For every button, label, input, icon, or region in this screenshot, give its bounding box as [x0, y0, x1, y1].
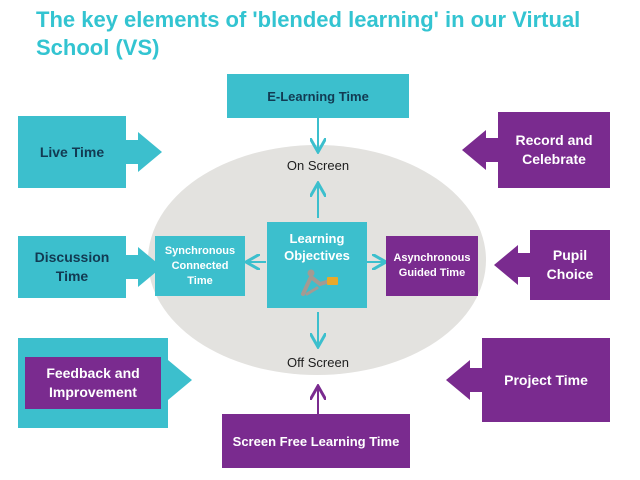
live-time-arrow-stem: [126, 140, 138, 164]
screen-free-learning-time-box: Screen Free Learning Time: [222, 414, 410, 468]
record-arrow-head: [462, 130, 486, 170]
pupil-choice-arrow-stem: [518, 253, 530, 277]
pupil-choice-box: Pupil Choice: [530, 230, 610, 300]
feedback-improvement-label: Feedback and Improvement: [25, 357, 161, 409]
record-celebrate-box: Record and Celebrate: [498, 112, 610, 188]
e-learning-time-box: E-Learning Time: [227, 74, 409, 118]
live-time-box: Live Time: [18, 116, 126, 188]
feedback-improvement-box: Feedback and Improvement: [18, 338, 168, 428]
live-time-arrow-head: [138, 132, 162, 172]
off-screen-label: Off Screen: [287, 355, 349, 370]
project-arrow-head: [446, 360, 470, 400]
learning-objectives-label: Learning Objectives: [284, 231, 350, 263]
discussion-time-arrow-stem: [126, 255, 138, 279]
asynchronous-guided-time: Asynchronous Guided Time: [386, 236, 478, 296]
synchronous-connected-time: Synchronous Connected Time: [155, 236, 245, 296]
discussion-time-arrow-head: [138, 247, 162, 287]
reading-figure-icon: [301, 269, 338, 296]
learning-objectives-box: Learning Objectives: [267, 222, 367, 308]
feedback-arrow-head: [168, 360, 192, 400]
project-time-box: Project Time: [482, 338, 610, 422]
on-screen-label: On Screen: [286, 158, 350, 173]
page-title: The key elements of 'blended learning' i…: [36, 7, 581, 60]
pupil-choice-arrow-head: [494, 245, 518, 285]
project-arrow-stem: [470, 368, 482, 392]
record-arrow-stem: [486, 138, 498, 162]
discussion-time-box: Discussion Time: [18, 236, 126, 298]
